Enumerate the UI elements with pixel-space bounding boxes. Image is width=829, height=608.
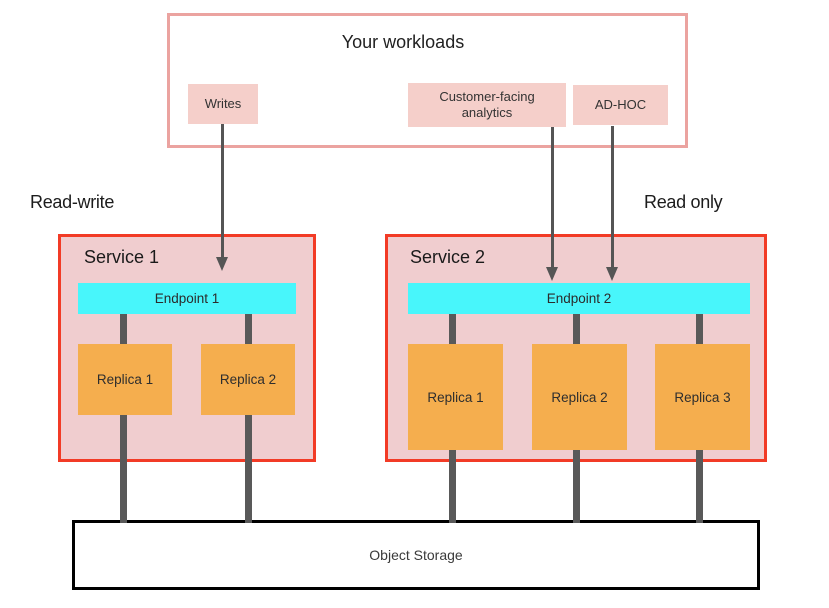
connector-endpoint2-replica2 — [573, 312, 580, 345]
read-only-label: Read only — [644, 192, 723, 212]
endpoint-2-label: Endpoint 2 — [546, 291, 612, 306]
workloads-title: Your workloads — [341, 32, 465, 52]
service-2-replica-2-label: Replica 2 — [551, 389, 608, 405]
workload-writes-label: Writes — [204, 95, 242, 111]
service-2-title: Service 2 — [410, 247, 486, 267]
read-write-label: Read-write — [30, 192, 115, 212]
arrow-adhoc-to-endpoint2-line — [611, 126, 614, 268]
endpoint-1-bar: Endpoint 1 — [78, 283, 296, 314]
object-storage-label: Object Storage — [369, 547, 463, 563]
object-storage-box: Object Storage — [72, 520, 760, 590]
service-1-replica-2: Replica 2 — [201, 344, 295, 415]
workload-customer-facing-analytics: Customer-facing analytics — [408, 83, 566, 127]
service-2-replica-1-label: Replica 1 — [427, 389, 484, 405]
service-1-replica-1-label: Replica 1 — [96, 372, 154, 387]
connector-s2-replica2-storage — [573, 449, 580, 523]
workload-customer-facing-analytics-label: Customer-facing analytics — [439, 88, 535, 120]
service-2-replica-1: Replica 1 — [408, 344, 503, 450]
connector-s2-replica1-storage — [449, 449, 456, 523]
arrow-analytics-to-endpoint2-head — [546, 267, 558, 281]
service-2-replica-2: Replica 2 — [532, 344, 627, 450]
connector-endpoint2-replica3 — [696, 312, 703, 345]
connector-s1-replica2-storage — [245, 414, 252, 523]
service-2-replica-3: Replica 3 — [655, 344, 750, 450]
arrow-writes-to-endpoint1-line — [221, 124, 224, 258]
arrow-adhoc-to-endpoint2-head — [606, 267, 618, 281]
connector-endpoint2-replica1 — [449, 312, 456, 345]
service-1-replica-2-label: Replica 2 — [219, 372, 277, 387]
service-1-replica-1: Replica 1 — [78, 344, 172, 415]
connector-endpoint1-replica2 — [245, 312, 252, 345]
service-2-replica-3-label: Replica 3 — [674, 389, 731, 405]
connector-s2-replica3-storage — [696, 449, 703, 523]
connector-s1-replica1-storage — [120, 414, 127, 523]
workload-adhoc-label: AD-HOC — [594, 96, 647, 112]
workload-writes: Writes — [188, 84, 258, 124]
endpoint-1-label: Endpoint 1 — [154, 291, 220, 306]
endpoint-2-bar: Endpoint 2 — [408, 283, 750, 314]
connector-endpoint1-replica1 — [120, 312, 127, 345]
workload-adhoc: AD-HOC — [573, 85, 668, 125]
service-1-title: Service 1 — [84, 247, 160, 267]
arrow-writes-to-endpoint1-head — [216, 257, 228, 271]
arrow-analytics-to-endpoint2-line — [551, 127, 554, 268]
